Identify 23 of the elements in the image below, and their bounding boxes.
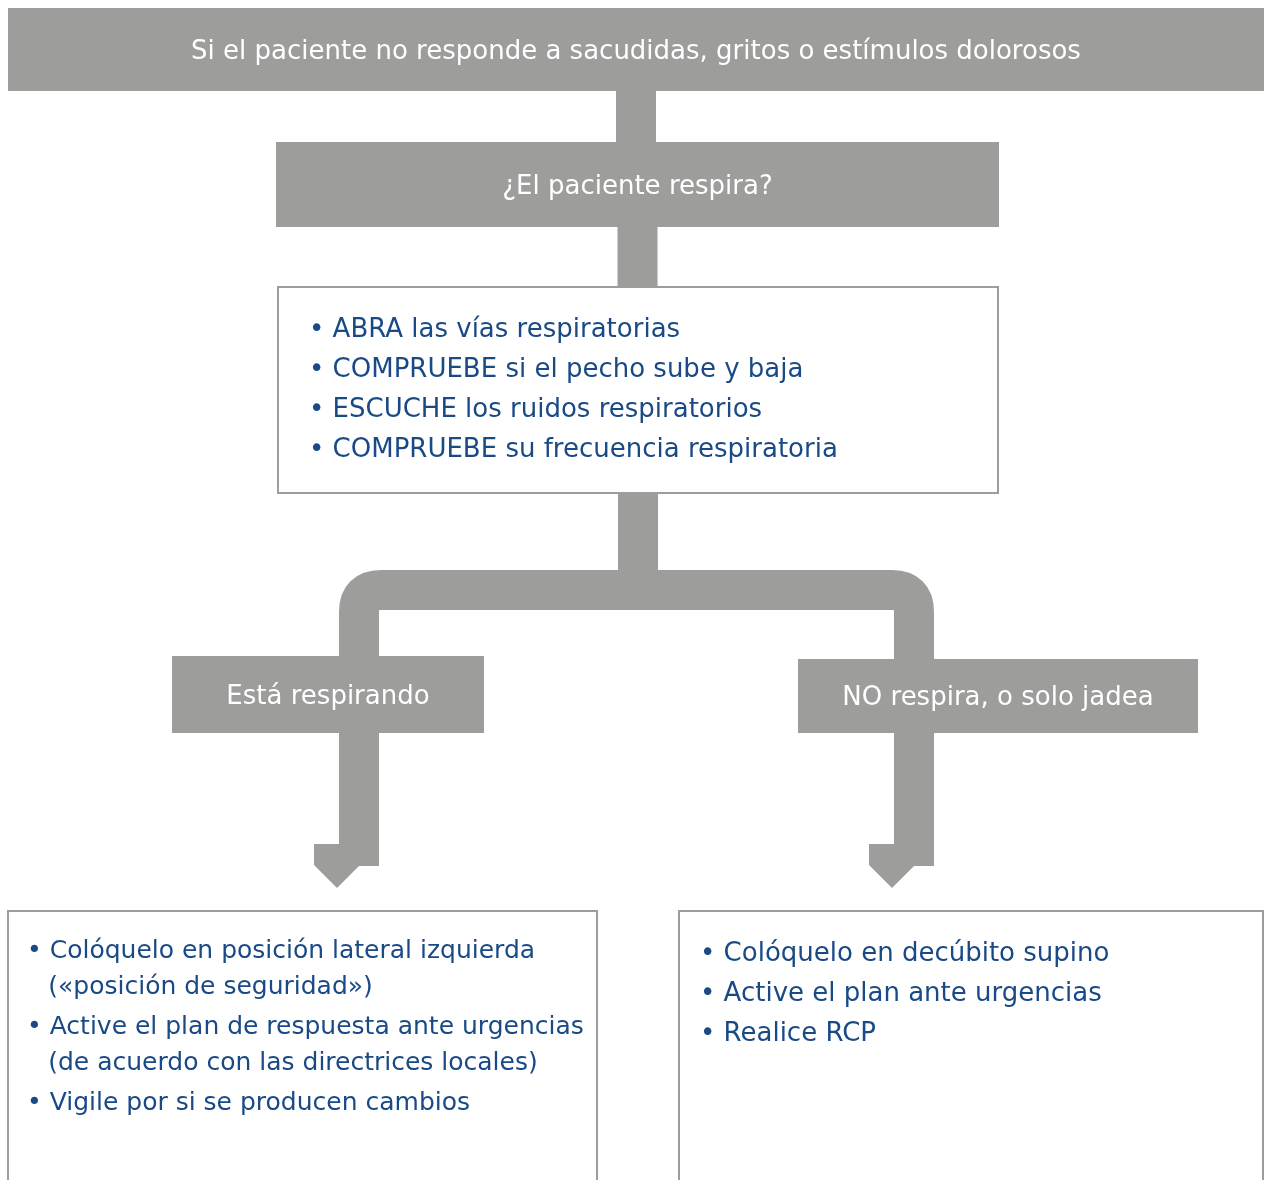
box-label: Si el paciente no responde a sacudidas, gritos o estímulos dolorosos [191,34,1081,65]
bullet-item: • Colóquelo en posición lateral izquierda («posición de seguridad») [27,934,537,1002]
bullet-item: • ABRA las vías respiratorias [309,312,682,345]
branch-box [172,656,484,733]
connector [617,227,658,286]
connector [616,91,656,142]
bullet-item: • Vigile por si se producen cambios [27,1086,472,1118]
action-box [7,910,598,1180]
action-box [678,910,1264,1180]
box-label: ¿El paciente respira? [502,169,773,200]
steps-box [277,286,999,494]
bullet-item: • ESCUCHE los ruidos respiratorios [309,392,764,425]
box-label: NO respira, o solo jadea [842,681,1154,711]
bullet-item: • Realice RCP [700,1016,878,1049]
title-bar [8,8,1264,91]
bullet-item: • COMPRUEBE su frecuencia respiratoria [309,432,839,465]
branch-box [798,659,1198,733]
bullet-item: • Active el plan de respuesta ante urgencias (de acuerdo con las directrices locales) [27,1010,585,1078]
bullet-item: • Colóquelo en decúbito supino [700,936,1111,969]
box-label: Está respirando [226,679,430,710]
question-box [276,142,999,227]
bullet-item: • Active el plan ante urgencias [700,976,1103,1009]
bullet-item: • COMPRUEBE si el pecho sube y baja [309,352,805,385]
